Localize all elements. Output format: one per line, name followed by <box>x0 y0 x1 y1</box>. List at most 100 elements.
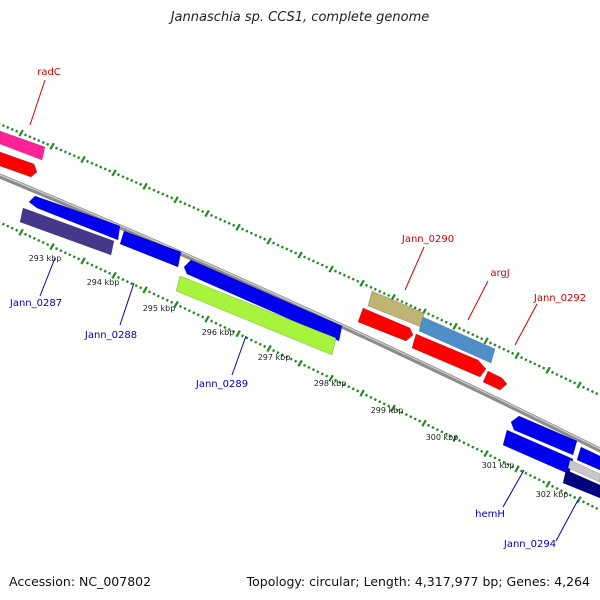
minor-tick <box>581 385 586 389</box>
minor-tick <box>573 381 577 385</box>
gene-red-arrow-2 <box>357 307 414 342</box>
minor-tick <box>103 269 107 273</box>
minor-tick <box>156 190 160 194</box>
minor-tick <box>573 495 577 499</box>
minor-tick <box>196 313 200 317</box>
minor-tick <box>240 227 245 231</box>
minor-tick <box>54 247 59 251</box>
minor-tick <box>311 368 315 372</box>
minor-tick <box>258 235 262 239</box>
minor-tick <box>90 263 94 267</box>
minor-tick <box>333 269 338 273</box>
minor-tick <box>351 387 355 391</box>
major-tick <box>49 242 55 251</box>
minor-tick <box>409 304 413 308</box>
minor-tick <box>103 167 107 171</box>
genome-backbone <box>0 173 600 453</box>
minor-tick <box>218 217 222 221</box>
minor-tick <box>564 377 568 381</box>
minor-tick <box>418 308 422 312</box>
minor-tick <box>471 445 475 449</box>
major-tick <box>514 465 520 473</box>
gene-blue-arrow-4 <box>576 446 600 471</box>
minor-tick <box>351 277 355 281</box>
minor-tick <box>201 315 205 319</box>
minor-tick <box>493 343 497 347</box>
minor-tick <box>94 265 98 269</box>
minor-tick <box>108 271 112 275</box>
major-tick <box>390 293 396 302</box>
minor-tick <box>116 275 121 280</box>
major-tick <box>173 196 179 204</box>
minor-tick <box>249 338 253 342</box>
minor-tick <box>320 263 324 267</box>
scale-label: 298 kbp <box>314 379 347 388</box>
major-tick <box>80 257 86 265</box>
minor-tick <box>347 385 351 389</box>
minor-tick <box>125 177 129 181</box>
minor-tick <box>457 438 462 443</box>
gene-jann0287-arrow <box>19 207 115 256</box>
minor-tick <box>178 304 183 309</box>
minor-tick <box>156 294 160 298</box>
label-leader-line <box>231 335 247 376</box>
minor-tick <box>28 234 32 238</box>
minor-tick <box>564 491 568 495</box>
minor-tick <box>338 380 342 385</box>
minor-tick <box>511 465 515 469</box>
minor-tick <box>342 273 346 277</box>
minor-tick <box>550 484 555 488</box>
gene-blue-arrow-1 <box>28 195 121 241</box>
major-tick <box>545 366 551 374</box>
minor-tick <box>347 275 351 279</box>
minor-tick <box>72 154 76 158</box>
minor-tick <box>382 402 386 406</box>
minor-tick <box>497 458 501 462</box>
major-tick <box>359 389 365 397</box>
minor-tick <box>559 489 563 493</box>
gene-label-top: Jann_0292 <box>533 293 586 304</box>
minor-tick <box>170 196 174 200</box>
major-tick <box>111 169 117 177</box>
minor-tick <box>178 200 183 204</box>
label-leader-line <box>29 79 46 126</box>
minor-tick <box>316 261 320 265</box>
minor-tick <box>63 251 67 255</box>
minor-tick <box>130 178 134 183</box>
minor-tick <box>72 255 76 259</box>
gene-label-bottom: Jann_0287 <box>9 298 62 309</box>
major-tick <box>545 480 551 488</box>
minor-tick <box>595 506 599 511</box>
minor-tick <box>10 127 14 131</box>
minor-tick <box>378 289 382 293</box>
minor-tick <box>542 480 546 484</box>
label-leader-line <box>502 469 525 508</box>
minor-tick <box>68 253 72 257</box>
minor-tick <box>285 247 289 251</box>
minor-tick <box>480 337 484 341</box>
genome-summary-text: Topology: circular; Length: 4,317,977 bp… <box>246 574 590 589</box>
major-tick <box>142 286 148 294</box>
minor-tick <box>90 161 94 165</box>
minor-tick <box>475 335 479 339</box>
minor-tick <box>502 347 506 351</box>
minor-tick <box>85 159 90 163</box>
minor-tick <box>37 238 41 243</box>
major-tick <box>266 344 272 353</box>
minor-tick <box>413 417 417 421</box>
minor-tick <box>338 271 342 275</box>
minor-tick <box>68 152 72 156</box>
minor-tick <box>23 133 28 137</box>
minor-tick <box>276 243 280 247</box>
minor-tick <box>395 408 400 412</box>
minor-tick <box>121 277 125 282</box>
gene-blue-arrow-3 <box>510 415 578 456</box>
minor-tick <box>214 215 218 220</box>
major-tick <box>514 351 520 360</box>
minor-tick <box>263 237 267 241</box>
major-tick <box>49 142 55 150</box>
minor-tick <box>254 340 258 344</box>
minor-tick <box>333 378 338 382</box>
